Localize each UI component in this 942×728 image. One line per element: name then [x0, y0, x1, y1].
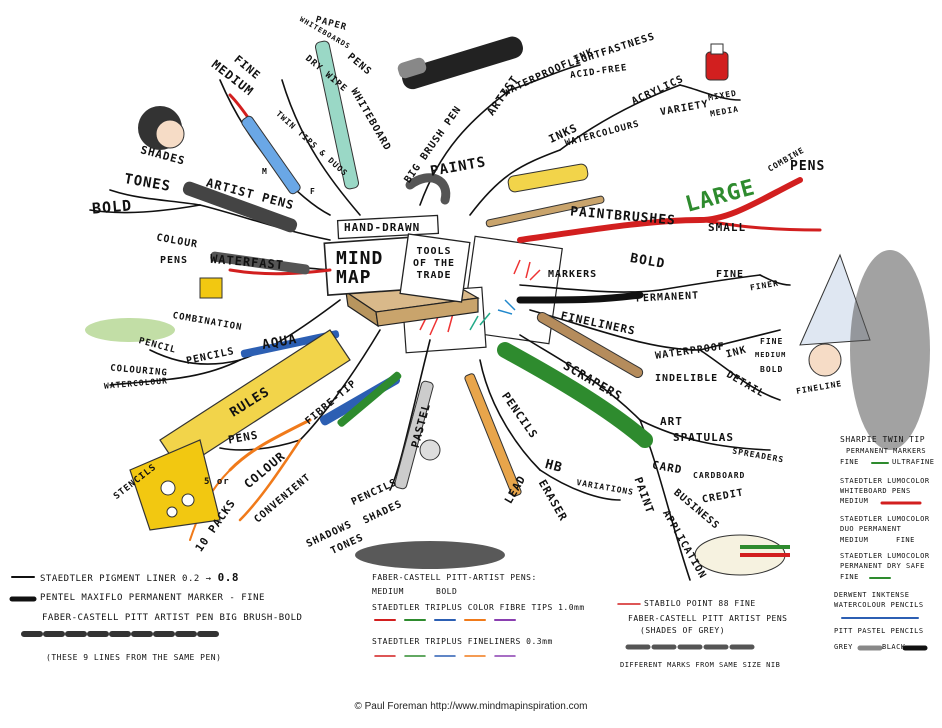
label-cardboard: CARDBOARD [693, 471, 746, 480]
label-bold-fl: BOLD [760, 365, 784, 374]
label-pens-waterfast: PENS [160, 255, 189, 266]
legend-lumo-wb2: WHITEBOARD PENS [840, 487, 911, 495]
legend-lumo-dry2: PERMANENT DRY SAFE [840, 562, 925, 570]
label-bold: BOLD [91, 196, 133, 218]
legend-shades-grey: (SHADES OF GREY) [640, 626, 726, 635]
label-hb: HB [543, 456, 565, 477]
legend-lumo-duo2: DUO PERMANENT [840, 525, 902, 533]
label-spatulas: SPATULAS [673, 431, 734, 444]
legend-lumo-dry: STAEDTLER LUMOCOLOR [840, 552, 930, 560]
legend-arrow: → [205, 574, 212, 584]
wizard-figure [799, 250, 930, 450]
label-indelible: INDELIBLE [655, 373, 719, 384]
center-tools: TOOLS OF THE TRADE [412, 246, 456, 281]
legend-grey: GREY [834, 643, 853, 651]
pastel-pencil [394, 380, 441, 490]
credit-link[interactable]: © Paul Foreman http://www.mindmapinspira… [354, 701, 588, 712]
smudges [85, 318, 790, 576]
legend-fine-duo: FINE [896, 536, 915, 544]
pen-brush-pen [397, 36, 523, 90]
label-m: M [262, 167, 268, 176]
label-markers: MARKERS [548, 269, 598, 280]
legend-medium: MEDIUM [372, 587, 404, 596]
scraper-tool [536, 312, 644, 378]
legend-nine-lines: (THESE 9 LINES FROM THE SAME PEN) [46, 653, 222, 662]
green-brush-stroke [497, 342, 653, 448]
legend-sharpie2: PERMANENT MARKERS [846, 447, 927, 455]
legend-pentel: PENTEL MAXIFLO PERMANENT MARKER - FINE [40, 593, 265, 603]
legend-derwent2: WATERCOLOUR PENCILS [834, 601, 924, 609]
legend-faber-pitt: FABER-CASTELL PITT-ARTIST PENS: [372, 573, 537, 582]
legend-triplus-fibre: STAEDTLER TRIPLUS COLOR FIBRE TIPS 1.0mm [372, 603, 585, 612]
legend-staedtler-end: 0.8 [217, 571, 239, 584]
label-pens-paintbrushes: PENS [790, 159, 826, 174]
pen-waterfast [199, 251, 310, 299]
label-small: SMALL [708, 221, 747, 234]
legend-derwent: DERWENT INKTENSE [834, 591, 910, 599]
pencil-aqua [240, 330, 340, 358]
legend-staedtler-pigment-text: STAEDTLER PIGMENT LINER 0.2 [40, 574, 200, 584]
hedgehog-face [138, 106, 185, 150]
center-papers [323, 214, 563, 354]
legend-strokes [9, 462, 928, 657]
legend-medium-wb: MEDIUM [840, 497, 869, 505]
center-mind-map: MIND MAP [336, 248, 384, 288]
legend-faber-grey: FABER-CASTELL PITT ARTIST PENS [628, 614, 788, 623]
legend-staedtler-pigment: STAEDTLER PIGMENT LINER 0.2 → 0.8 [40, 572, 239, 584]
legend-different-marks: DIFFERENT MARKS FROM SAME SIZE NIB [620, 661, 781, 669]
legend-stabilo: STABILO POINT 88 FINE [644, 599, 756, 608]
paintbrush [485, 195, 605, 228]
legend-medium-duo: MEDIUM [840, 536, 869, 544]
legend-pitt-pastel: PITT PASTEL PENCILS [834, 627, 924, 635]
legend-fine-sharpie: FINE [840, 458, 859, 466]
pen-artist [182, 181, 298, 233]
ink-bottle [705, 43, 729, 81]
label-medium-fl: MEDIUM [755, 351, 787, 359]
pencil-hb [464, 373, 522, 497]
legend-lumo-duo: STAEDTLER LUMOCOLOR [840, 515, 930, 523]
branch-lines [89, 64, 791, 581]
legend-black: BLACK [882, 643, 906, 651]
legend-lumo-wb: STAEDTLER LUMOCOLOR [840, 477, 930, 485]
ruler [129, 329, 351, 531]
legend-ultrafine: ULTRAFINE [892, 458, 935, 466]
legend-bold: BOLD [436, 587, 458, 596]
legend-sharpie: SHARPIE TWIN TIP [840, 435, 926, 444]
legend-triplus-fine: STAEDTLER TRIPLUS FINELINERS 0.3mm [372, 637, 553, 646]
pen-twin-tip [241, 115, 301, 195]
pen-whiteboard [314, 40, 360, 190]
pens-fibre [319, 371, 402, 427]
label-five-or: 5 or [204, 477, 230, 487]
paint-tube [507, 163, 589, 193]
legend-fine-dry: FINE [840, 573, 859, 581]
label-f: F [310, 187, 316, 196]
label-fine-fl: FINE [760, 337, 784, 346]
center-hand-drawn: HAND-DRAWN [344, 221, 421, 234]
label-art: ART [660, 415, 683, 428]
label-fine-markers: FINE [716, 269, 745, 280]
legend-faber-big: FABER-CASTELL PITT ARTIST PEN BIG BRUSH-… [42, 613, 303, 623]
